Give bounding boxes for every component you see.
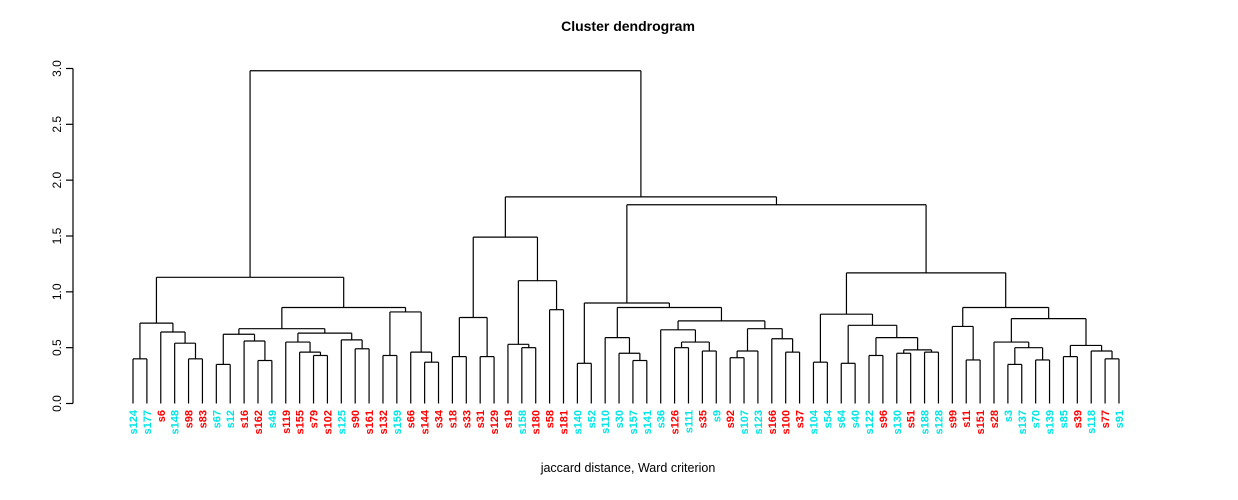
leaf-label: s130	[892, 410, 904, 434]
leaf-label: s104	[808, 409, 820, 434]
leaf-label: s91	[1114, 410, 1126, 428]
leaf-label: s166	[767, 410, 779, 434]
leaf-label: s125	[336, 410, 348, 434]
leaf-label: s18	[447, 410, 459, 428]
leaf-label: s49	[267, 410, 279, 428]
leaf-label: s33	[461, 410, 473, 428]
leaf-label: s39	[1072, 410, 1084, 428]
leaf-label: s111	[683, 410, 695, 433]
leaf-label: s79	[309, 410, 321, 428]
leaf-label: s31	[475, 410, 487, 428]
leaf-label: s180	[531, 410, 543, 434]
leaf-label: s28	[989, 410, 1001, 428]
leaf-label: s122	[864, 410, 876, 434]
leaf-label: s83	[197, 410, 209, 428]
leaf-label: s52	[586, 410, 598, 428]
leaf-label: s100	[781, 410, 793, 434]
leaf-label: s37	[795, 410, 807, 428]
chart-title: Cluster dendrogram	[561, 18, 695, 34]
leaf-label: s12	[225, 410, 237, 428]
leaf-label: s139	[1045, 410, 1057, 434]
leaf-label: s157	[628, 410, 640, 434]
leaf-label: s40	[850, 410, 862, 428]
leaf-label: s126	[670, 410, 682, 434]
leaf-label: s99	[947, 410, 959, 428]
leaf-label: s132	[378, 410, 390, 434]
leaf-label: s137	[1017, 410, 1029, 434]
leaf-label: s144	[420, 409, 432, 434]
leaf-label: s124	[128, 409, 140, 434]
leaf-label: s6	[156, 410, 168, 422]
leaf-label: s148	[170, 410, 182, 434]
leaf-label: s151	[975, 410, 987, 434]
leaf-label: s35	[697, 410, 709, 428]
leaf-label: s96	[878, 410, 890, 428]
leaf-label: s158	[517, 410, 529, 434]
leaf-label: s162	[253, 410, 265, 434]
leaf-label: s98	[184, 410, 196, 428]
leaf-label: s11	[961, 410, 973, 428]
leaf-label: s51	[906, 410, 918, 428]
y-axis-tick-label: 2.5	[50, 116, 64, 133]
leaf-label: s67	[211, 410, 223, 428]
y-axis-tick-label: 0.5	[50, 339, 64, 356]
x-axis-label: jaccard distance, Ward criterion	[540, 461, 716, 475]
leaf-label: s16	[239, 410, 251, 428]
leaf-label: s161	[364, 410, 376, 434]
leaf-label: s85	[1058, 410, 1070, 428]
leaf-label: s19	[503, 410, 515, 428]
leaf-label: s58	[545, 410, 557, 428]
leaf-label: s159	[392, 410, 404, 434]
leaf-label: s54	[822, 409, 834, 428]
leaf-label: s107	[739, 410, 751, 434]
leaf-label: s34	[434, 409, 446, 428]
leaf-label: s64	[836, 409, 848, 428]
y-axis-tick-label: 1.0	[50, 283, 64, 300]
leaf-label: s118	[1086, 410, 1098, 434]
leaf-label: s77	[1100, 410, 1112, 428]
leaf-label: s3	[1003, 410, 1015, 422]
leaf-label: s102	[322, 410, 334, 434]
leaf-label: s66	[406, 410, 418, 428]
leaf-label: s155	[295, 410, 307, 434]
leaf-label: s119	[281, 410, 293, 434]
leaf-label: s92	[725, 410, 737, 428]
leaf-label: s123	[753, 410, 765, 434]
leaf-label: s129	[489, 410, 501, 434]
leaf-label: s90	[350, 410, 362, 428]
y-axis-tick-label: 0.0	[50, 395, 64, 412]
y-axis-tick-label: 1.5	[50, 227, 64, 244]
leaf-label: s70	[1031, 410, 1043, 428]
leaf-label: s181	[558, 410, 570, 434]
leaf-label: s140	[572, 410, 584, 434]
y-axis-tick-label: 3.0	[50, 60, 64, 77]
leaf-label: s128	[933, 410, 945, 434]
leaf-label: s110	[600, 410, 612, 434]
leaf-label: s177	[142, 410, 154, 434]
leaf-label: s188	[920, 410, 932, 434]
leaf-label: s30	[614, 410, 626, 428]
leaf-label: s141	[642, 410, 654, 434]
leaf-label: s9	[711, 410, 723, 422]
leaf-label: s36	[656, 410, 668, 428]
y-axis-tick-label: 2.0	[50, 171, 64, 188]
